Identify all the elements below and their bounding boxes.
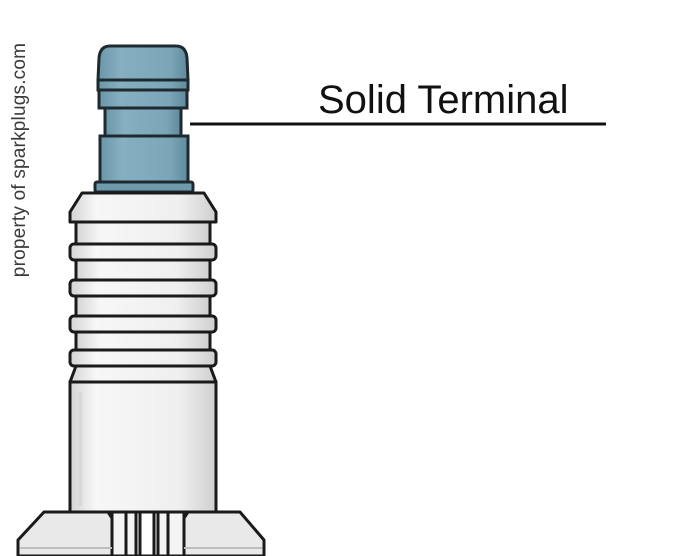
- insulator-rib-3: [74, 258, 212, 282]
- hex-shell: [16, 510, 266, 556]
- insulator-rib-4: [68, 278, 218, 298]
- hex-slot-center: [138, 510, 156, 556]
- hex-slot-right: [156, 510, 170, 556]
- insulator-lower-taper: [68, 364, 218, 384]
- hex-left-facet: [16, 510, 122, 556]
- solid-terminal: [93, 44, 195, 194]
- insulator-rib-5: [74, 294, 212, 318]
- terminal-cap: [96, 44, 190, 82]
- hex-slot-left: [124, 510, 138, 556]
- insulator-top: [68, 191, 218, 224]
- insulator-body: [68, 380, 218, 514]
- insulator-rib-2: [68, 242, 218, 262]
- insulator-rib-7: [74, 330, 212, 352]
- insulator-rib-1: [74, 220, 212, 246]
- terminal-neck: [103, 106, 183, 138]
- terminal-band-2: [97, 88, 189, 110]
- insulator: [68, 191, 218, 514]
- terminal-flange: [93, 180, 195, 194]
- terminal-stem: [98, 134, 190, 184]
- insulator-rib-8: [68, 348, 218, 368]
- solid-terminal-label: Solid Terminal: [318, 78, 569, 122]
- insulator-rib-6: [68, 314, 218, 334]
- hex-right-facet: [174, 510, 266, 556]
